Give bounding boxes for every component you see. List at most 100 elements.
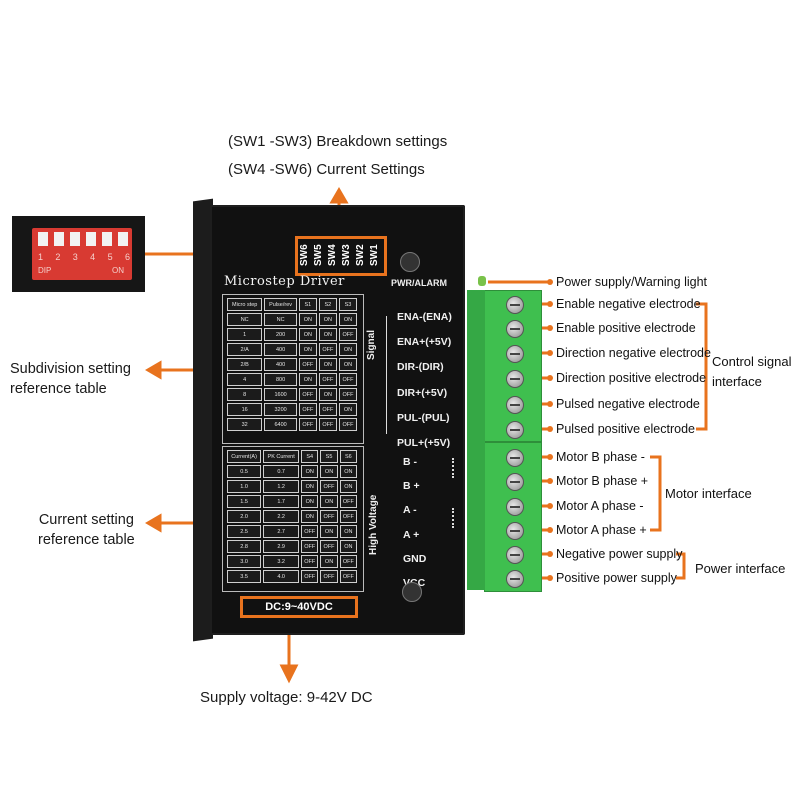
signal-pin-label: PUL+(+5V) xyxy=(397,437,451,450)
table-cell: 1.7 xyxy=(263,495,300,508)
table-cell: 2.2 xyxy=(263,510,300,523)
control-group-line: interface xyxy=(712,374,762,389)
terminal-screw-icon[interactable] xyxy=(506,473,524,491)
terminal-screw-icon[interactable] xyxy=(506,396,524,414)
table-cell: 0.5 xyxy=(227,465,262,478)
table-cell: OFF xyxy=(298,403,317,416)
table-cell: OFF xyxy=(339,495,357,508)
signal-pin-label: ENA+(+5V) xyxy=(397,336,452,349)
signal-pin-label: DIR+(+5V) xyxy=(397,386,448,399)
dip-toggle-5 xyxy=(102,232,112,246)
subdivision-callout-line: reference table xyxy=(10,381,107,397)
dip-switch-body: 1 2 3 4 5 6 DIP ON xyxy=(32,228,132,280)
motor-label: Motor B phase - xyxy=(556,450,645,464)
dip-toggle-3 xyxy=(70,232,80,246)
signal-pin-label: ENA-(ENA) xyxy=(397,311,452,323)
subdivision-callout: Subdivision setting reference table xyxy=(10,359,131,399)
dip-number: 4 xyxy=(90,252,96,262)
hv-pin-label: B - xyxy=(403,456,417,468)
table-cell: ON xyxy=(338,343,357,356)
table-cell: ON xyxy=(301,510,319,523)
power-terminal-block xyxy=(484,442,542,592)
power-group-label: Power interface xyxy=(695,561,786,576)
current-callout-line: Current setting xyxy=(38,512,134,528)
terminal-screw-icon[interactable] xyxy=(506,522,524,540)
table-header-cell: Current(A) xyxy=(227,450,262,463)
control-label: Pulsed negative electrode xyxy=(556,397,700,411)
table-cell: OFF xyxy=(320,570,338,583)
table-cell: 800 xyxy=(264,373,297,386)
table-cell: OFF xyxy=(339,555,357,568)
sw-label: SW2 xyxy=(355,244,366,266)
subdivision-callout-line: Subdivision setting xyxy=(10,361,131,377)
table-cell: 1.0 xyxy=(227,480,262,493)
terminal-screw-icon[interactable] xyxy=(506,498,524,516)
table-header-cell: Micro step xyxy=(227,298,263,311)
table-header-cell: S1 xyxy=(298,298,317,311)
sw-breakdown-callout: (SW1 -SW3) Breakdown settings xyxy=(228,133,448,150)
table-cell: 2.5 xyxy=(227,525,262,538)
hv-pin-label: GND xyxy=(403,552,427,565)
terminal-screw-icon[interactable] xyxy=(506,370,524,388)
table-cell: ON xyxy=(301,480,319,493)
table-cell: 3200 xyxy=(264,403,297,416)
table-cell: 2.9 xyxy=(263,540,300,553)
table-cell: OFF xyxy=(318,373,337,386)
table-cell: 2.0 xyxy=(227,510,262,523)
terminal-screw-icon[interactable] xyxy=(506,320,524,338)
terminal-screw-icon[interactable] xyxy=(506,421,524,439)
table-cell: OFF xyxy=(339,570,357,583)
terminal-screw-icon[interactable] xyxy=(506,546,524,564)
table-cell: 400 xyxy=(264,358,297,371)
sw-label-box: SW6 SW5 SW4 SW3 SW2 SW1 xyxy=(295,236,387,276)
table-cell: OFF xyxy=(338,388,357,401)
dip-toggle-2 xyxy=(54,232,64,246)
terminal-screw-icon[interactable] xyxy=(506,449,524,467)
dip-number: 2 xyxy=(55,252,61,262)
table-cell: 32 xyxy=(227,418,263,431)
current-callout: Current setting reference table xyxy=(38,510,135,550)
signal-pin-label: DIR-(DIR) xyxy=(397,361,444,374)
signal-pin-label: PUL-(PUL) xyxy=(397,411,450,424)
table-cell: OFF xyxy=(301,555,319,568)
table-cell: ON xyxy=(339,540,357,553)
terminal-screw-icon[interactable] xyxy=(506,570,524,588)
motor-label: Motor A phase - xyxy=(556,499,644,513)
table-cell: ON xyxy=(318,358,337,371)
table-cell: ON xyxy=(298,313,317,326)
sw-label: SW6 xyxy=(299,244,310,266)
table-cell: NC xyxy=(227,313,263,326)
power-label: Negative power supply xyxy=(556,547,683,561)
terminal-screw-icon[interactable] xyxy=(506,345,524,363)
terminal-screw-icon[interactable] xyxy=(506,296,524,314)
control-label: Pulsed positive electrode xyxy=(556,422,695,436)
signal-label: Signal xyxy=(366,329,377,360)
dip-text: DIP xyxy=(38,266,52,275)
sw-label: SW5 xyxy=(313,244,324,266)
dip-switch-photo: 1 2 3 4 5 6 DIP ON xyxy=(12,216,145,292)
table-header-cell: S6 xyxy=(339,450,357,463)
table-cell: 1600 xyxy=(264,388,297,401)
dip-number: 3 xyxy=(72,252,78,262)
table-cell: 2.7 xyxy=(263,525,300,538)
table-cell: ON xyxy=(318,313,337,326)
dip-number: 6 xyxy=(124,252,130,262)
pwr-alarm-label: PWR/ALARM xyxy=(391,278,447,288)
table-cell: 2/B xyxy=(227,358,263,371)
sw-label: SW1 xyxy=(369,244,380,266)
table-cell: OFF xyxy=(320,540,338,553)
table-cell: ON xyxy=(339,525,357,538)
sw-label: SW3 xyxy=(341,244,352,266)
signal-bracket xyxy=(386,316,389,434)
table-cell: ON xyxy=(339,465,357,478)
